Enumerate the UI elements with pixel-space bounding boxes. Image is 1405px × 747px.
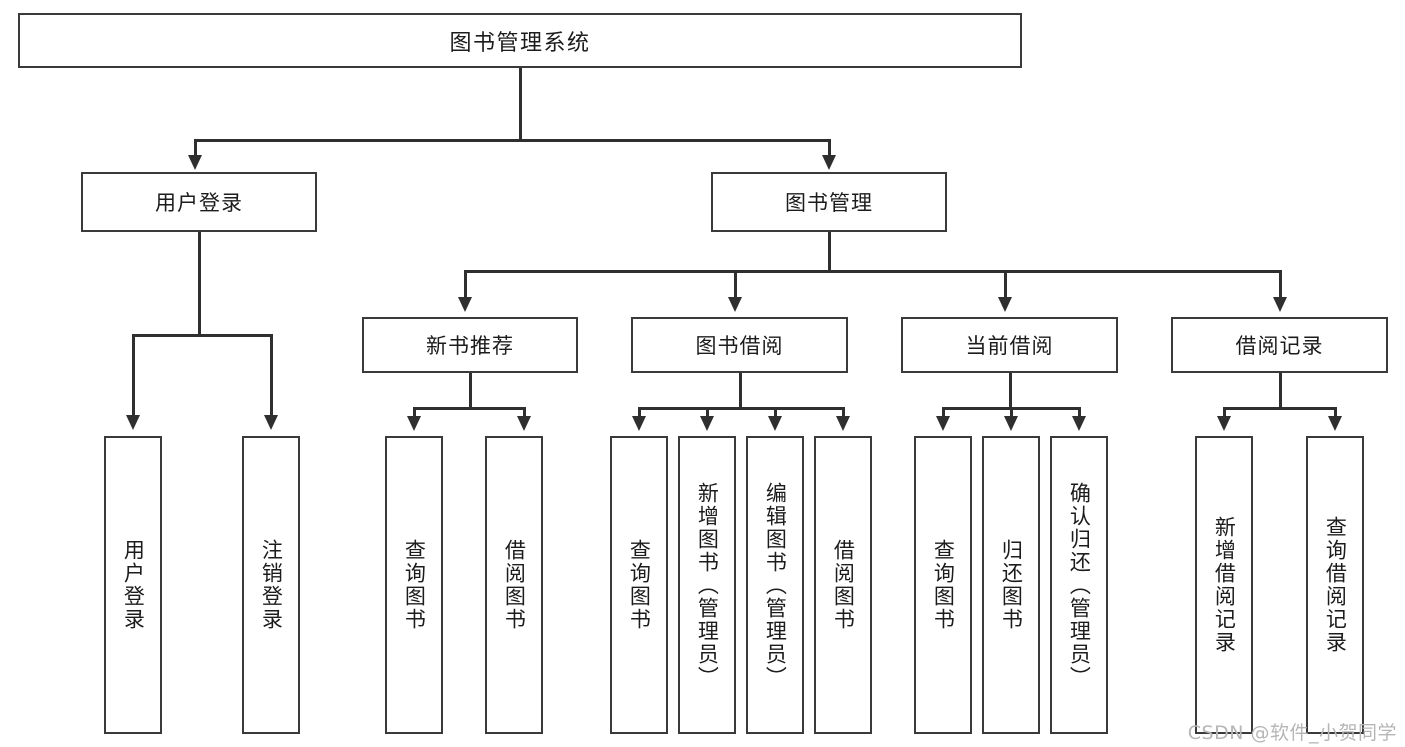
connector-book-mgmt-drop-1 xyxy=(464,270,467,298)
connector-user-login-drop-2 xyxy=(270,334,273,416)
leaf-current-borrow-return-book[interactable]: 归还图书 xyxy=(982,436,1040,734)
arrowhead-new-book-recommend xyxy=(458,297,472,312)
connector-book-borrow-bus xyxy=(639,407,844,410)
arrowhead-leaf-new-book-2 xyxy=(517,416,531,431)
leaf-book-borrow-add-book[interactable]: 新增图书（管理员） xyxy=(678,436,736,734)
leaf-current-borrow-confirm-return[interactable]: 确认归还（管理员） xyxy=(1050,436,1108,734)
arrowhead-leaf-borrow-records-1 xyxy=(1217,416,1231,431)
connector-current-borrow-drop-2 xyxy=(1010,407,1013,417)
arrowhead-leaf-current-borrow-3 xyxy=(1072,416,1086,431)
node-current-borrow[interactable]: 当前借阅 xyxy=(901,317,1118,373)
leaf-new-book-query-book-label: 查询图书 xyxy=(402,539,427,631)
connector-borrow-records-bus xyxy=(1224,407,1335,410)
connector-new-book-stem xyxy=(469,373,472,408)
connector-current-borrow-stem xyxy=(1009,373,1012,408)
leaf-current-borrow-query-book-label: 查询图书 xyxy=(931,539,956,631)
connector-user-login-drop-1 xyxy=(132,334,135,416)
leaf-new-book-borrow-book-label: 借阅图书 xyxy=(502,539,527,631)
node-user-login[interactable]: 用户登录 xyxy=(81,172,317,232)
leaf-book-borrow-borrow-book-label: 借阅图书 xyxy=(831,539,856,631)
node-current-borrow-label: 当前借阅 xyxy=(965,334,1054,358)
leaf-book-borrow-borrow-book[interactable]: 借阅图书 xyxy=(814,436,872,734)
leaf-borrow-records-add-record[interactable]: 新增借阅记录 xyxy=(1195,436,1253,734)
connector-borrow-records-drop-1 xyxy=(1223,407,1226,417)
arrowhead-leaf-book-borrow-2 xyxy=(700,416,714,431)
connector-root-to-user-login xyxy=(194,139,197,157)
leaf-borrow-records-add-record-label: 新增借阅记录 xyxy=(1212,516,1237,654)
connector-book-mgmt-drop-3 xyxy=(1004,270,1007,298)
node-root-system-label: 图书管理系统 xyxy=(449,30,591,56)
arrowhead-leaf-new-book-1 xyxy=(407,416,421,431)
connector-root-stem xyxy=(519,68,522,140)
leaf-user-login-login[interactable]: 用户登录 xyxy=(104,436,162,734)
connector-root-bus xyxy=(195,139,831,142)
arrowhead-leaf-book-borrow-3 xyxy=(768,416,782,431)
connector-book-borrow-drop-1 xyxy=(638,407,641,417)
leaf-borrow-records-query-record[interactable]: 查询借阅记录 xyxy=(1306,436,1364,734)
arrowhead-book-borrow xyxy=(728,297,742,312)
node-new-book-recommend[interactable]: 新书推荐 xyxy=(362,317,578,373)
node-borrow-records[interactable]: 借阅记录 xyxy=(1171,317,1388,373)
connector-book-mgmt-drop-2 xyxy=(734,270,737,298)
connector-root-to-book-mgmt xyxy=(828,139,831,157)
arrowhead-book-mgmt xyxy=(822,155,836,170)
arrowhead-borrow-records xyxy=(1273,297,1287,312)
connector-book-mgmt-bus xyxy=(465,270,1281,273)
arrowhead-leaf-current-borrow-1 xyxy=(936,416,950,431)
arrowhead-leaf-user-login-1 xyxy=(126,415,140,430)
arrowhead-user-login xyxy=(188,155,202,170)
connector-current-borrow-drop-3 xyxy=(1078,407,1081,417)
node-book-borrow-label: 图书借阅 xyxy=(695,334,784,358)
leaf-book-borrow-edit-book[interactable]: 编辑图书（管理员） xyxy=(746,436,804,734)
leaf-book-borrow-query-book[interactable]: 查询图书 xyxy=(610,436,668,734)
arrowhead-leaf-user-login-2 xyxy=(264,415,278,430)
node-book-borrow[interactable]: 图书借阅 xyxy=(631,317,848,373)
csdn-watermark: CSDN @软件_小贺同学 xyxy=(1187,722,1397,744)
node-borrow-records-label: 借阅记录 xyxy=(1235,334,1324,358)
node-book-management-label: 图书管理 xyxy=(785,191,873,215)
connector-current-borrow-drop-1 xyxy=(942,407,945,417)
arrowhead-leaf-book-borrow-4 xyxy=(836,416,850,431)
leaf-new-book-borrow-book[interactable]: 借阅图书 xyxy=(485,436,543,734)
node-root-system[interactable]: 图书管理系统 xyxy=(18,13,1022,68)
leaf-borrow-records-query-record-label: 查询借阅记录 xyxy=(1323,516,1348,654)
leaf-current-borrow-query-book[interactable]: 查询图书 xyxy=(914,436,972,734)
node-user-login-label: 用户登录 xyxy=(155,191,243,215)
connector-book-mgmt-stem xyxy=(828,232,831,272)
connector-new-book-drop-2 xyxy=(523,407,526,417)
connector-book-borrow-drop-3 xyxy=(774,407,777,417)
connector-book-borrow-stem xyxy=(739,373,742,408)
node-new-book-recommend-label: 新书推荐 xyxy=(426,334,514,358)
arrowhead-current-borrow xyxy=(998,297,1012,312)
connector-new-book-bus xyxy=(414,407,524,410)
leaf-book-borrow-add-book-label: 新增图书（管理员） xyxy=(695,481,720,689)
connector-borrow-records-drop-2 xyxy=(1334,407,1337,417)
arrowhead-leaf-current-borrow-2 xyxy=(1004,416,1018,431)
connector-book-mgmt-drop-4 xyxy=(1279,270,1282,298)
connector-book-borrow-drop-4 xyxy=(842,407,845,417)
connector-user-login-bus xyxy=(133,334,272,337)
leaf-user-login-logout[interactable]: 注销登录 xyxy=(242,436,300,734)
connector-book-borrow-drop-2 xyxy=(706,407,709,417)
leaf-user-login-logout-label: 注销登录 xyxy=(259,539,284,631)
leaf-user-login-login-label: 用户登录 xyxy=(121,539,146,631)
node-book-management[interactable]: 图书管理 xyxy=(711,172,947,232)
arrowhead-leaf-borrow-records-2 xyxy=(1328,416,1342,431)
leaf-book-borrow-edit-book-label: 编辑图书（管理员） xyxy=(763,481,788,689)
connector-new-book-drop-1 xyxy=(413,407,416,417)
leaf-new-book-query-book[interactable]: 查询图书 xyxy=(385,436,443,734)
leaf-current-borrow-return-book-label: 归还图书 xyxy=(999,539,1024,631)
leaf-book-borrow-query-book-label: 查询图书 xyxy=(627,539,652,631)
connector-borrow-records-stem xyxy=(1279,373,1282,408)
arrowhead-leaf-book-borrow-1 xyxy=(632,416,646,431)
connector-user-login-stem xyxy=(198,232,201,335)
leaf-current-borrow-confirm-return-label: 确认归还（管理员） xyxy=(1067,481,1092,689)
